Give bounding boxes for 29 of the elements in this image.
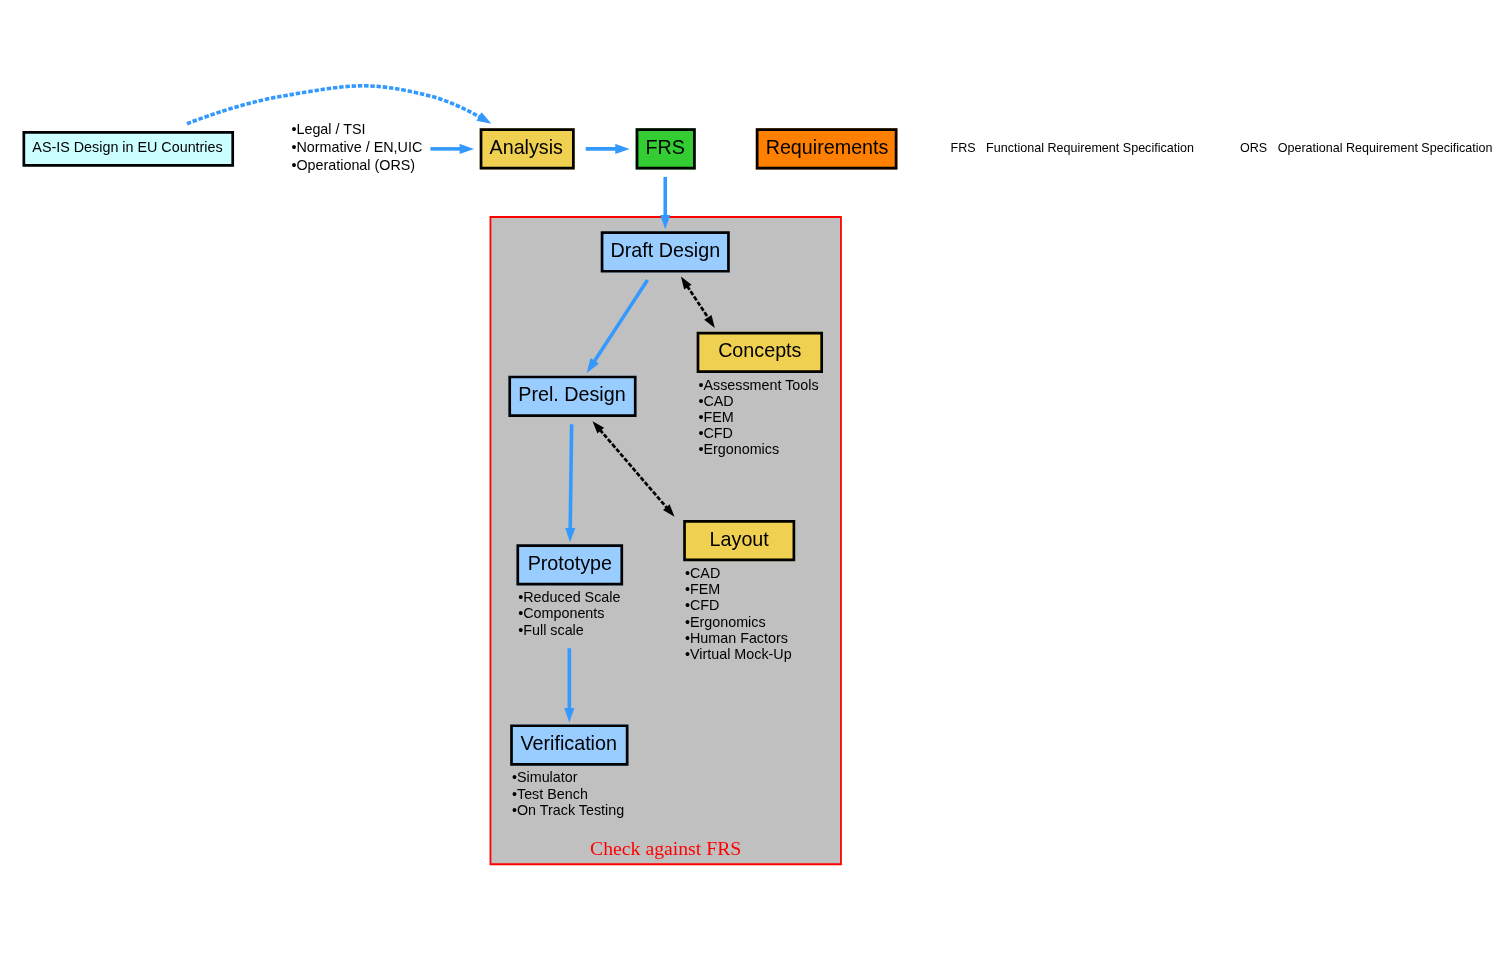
arrow bbox=[660, 176, 671, 230]
node-label: •CAD bbox=[698, 392, 734, 409]
node-label: •Components bbox=[518, 605, 605, 622]
node-label: •Test Bench bbox=[511, 785, 588, 802]
node-label: •CFD bbox=[698, 425, 733, 442]
node-label: •FEM bbox=[698, 409, 734, 426]
node-label: •FEM bbox=[684, 581, 721, 598]
arrow bbox=[592, 421, 675, 517]
node-label: •Simulator bbox=[511, 769, 578, 786]
node-label: •Human Factors bbox=[684, 629, 788, 646]
label: FRS Functional Requirement Specification bbox=[950, 141, 1194, 156]
arrow bbox=[430, 143, 475, 154]
node-label: •Virtual Mock-Up bbox=[684, 645, 792, 662]
node-text: •Legal / TSI •Normative / EN,UIC •Operational (ORS) bbox=[291, 121, 423, 174]
label: ORS Operational Requirement Specification bbox=[1240, 141, 1493, 156]
node-label: •Ergonomics bbox=[698, 441, 780, 458]
arrow bbox=[564, 648, 575, 723]
node-label: •CFD bbox=[684, 597, 720, 614]
arrow bbox=[586, 279, 649, 373]
node-label: •Assessment Tools bbox=[698, 376, 819, 393]
node-label: •Reduced Scale bbox=[518, 589, 621, 606]
node-label: •On Track Testing bbox=[511, 801, 625, 818]
node-label: •CAD bbox=[684, 565, 721, 582]
arrow bbox=[585, 143, 630, 154]
node-label: •Ergonomics bbox=[684, 613, 766, 630]
node-label: •Full scale bbox=[518, 621, 584, 638]
arrow bbox=[680, 276, 715, 328]
arrow bbox=[565, 424, 576, 543]
arrow bbox=[186, 84, 492, 126]
